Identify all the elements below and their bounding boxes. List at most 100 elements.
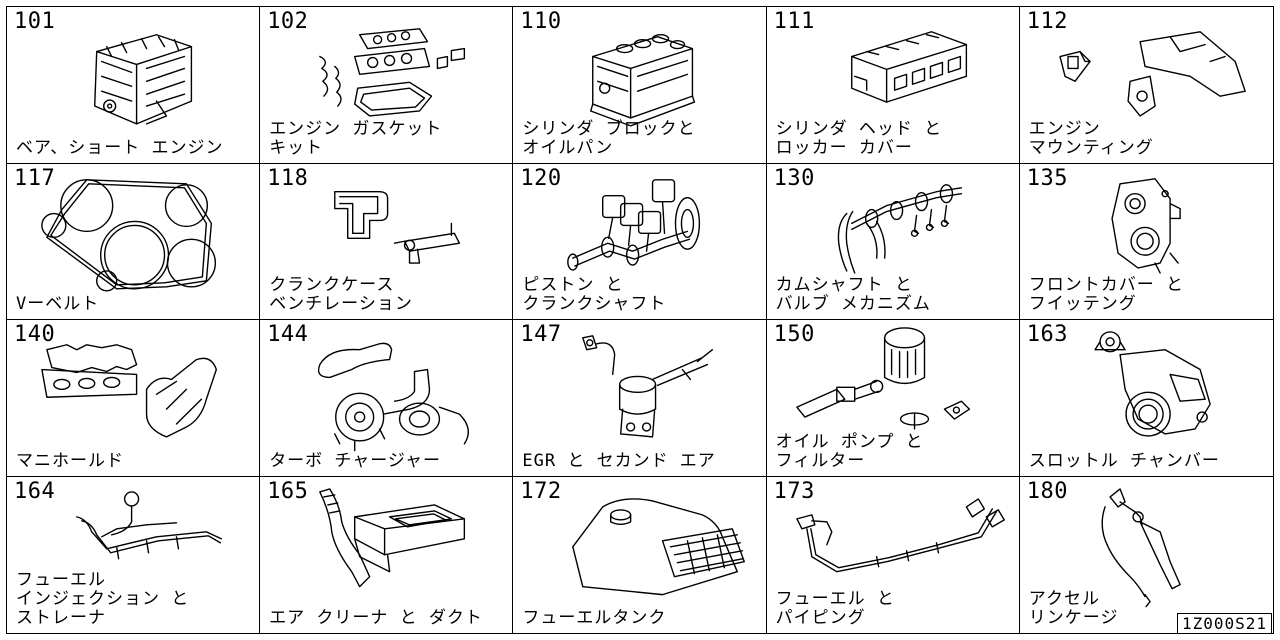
section-label: オイル ポンプ とフィルター	[775, 431, 1015, 471]
section-label-line: ターボ チャージャー	[269, 450, 442, 471]
front-cover-illustration	[1111, 177, 1181, 274]
camshaft-valve-illustration	[837, 183, 962, 274]
section-label-line: マニホールド	[16, 450, 124, 471]
section-code: 172	[520, 478, 562, 504]
section-label-line: Vーベルト	[16, 294, 100, 314]
section-label-line: インジェクション と	[16, 589, 190, 609]
section-code: 135	[1026, 165, 1069, 191]
section-code: 130	[773, 165, 815, 191]
section-label-line: エンジン	[1028, 118, 1101, 139]
section-label-line: ロッカー カバー	[775, 137, 913, 158]
piston-crankshaft-illustration	[567, 178, 701, 271]
section-label-line: ベンチレーション	[269, 294, 413, 314]
egr-valve-illustration	[582, 335, 714, 438]
section-code: 150	[773, 322, 815, 347]
section-code: 164	[14, 478, 56, 504]
parts-catalog-grid: 101 ベア、ショート エンジン 102 エンジン ガスケットキット 110 シリンダ…	[6, 6, 1274, 634]
section-label: EGR と セカンド エア	[522, 450, 761, 471]
section-code: 147	[520, 322, 562, 347]
section-label-line: オイル ポンプ と	[775, 431, 924, 452]
section-code: 144	[267, 322, 309, 347]
section-label-line: EGR と セカンド エア	[522, 450, 716, 471]
section-label-line: フューエルタンク	[522, 608, 667, 628]
section-code: 101	[14, 9, 56, 34]
section-code: 173	[773, 478, 815, 504]
diagram-code: 1Z000S21	[1176, 613, 1272, 634]
section-label: フロントカバー とフイッテング	[1029, 276, 1269, 314]
section-label: アクセルリンケージ	[1029, 590, 1269, 628]
fuel-tank-illustration	[572, 497, 746, 595]
section-code: 165	[267, 478, 309, 504]
section-label-line: パイピング	[775, 608, 866, 628]
catalog-cell-180[interactable]: 180 アクセルリンケージ	[1020, 477, 1273, 634]
catalog-cell-130[interactable]: 130 カムシャフト とバルブ メカニズム	[766, 163, 1020, 320]
section-code: 118	[267, 165, 309, 191]
catalog-cell-173[interactable]: 173 フューエル とパイピング	[767, 476, 1020, 633]
crankcase-ventilation-illustration	[334, 190, 461, 264]
section-label: カムシャフト とバルブ メカニズム	[776, 276, 1015, 314]
section-label-line: フロントカバー と	[1028, 275, 1185, 295]
section-code: 111	[773, 9, 815, 34]
section-label-line: アクセル	[1028, 589, 1100, 609]
section-label: マニホールド	[16, 450, 255, 471]
turbocharger-illustration	[318, 342, 470, 452]
section-label-line: ストレーナ	[16, 608, 106, 628]
section-code: 110	[520, 9, 562, 34]
engine-short-block-illustration	[94, 34, 193, 125]
gasket-kit-illustration	[319, 28, 466, 117]
catalog-cell-172[interactable]: 172 フューエルタンク	[513, 476, 767, 633]
section-label-line: フィルター	[775, 450, 866, 471]
catalog-cell-118[interactable]: 118 クランクケースベンチレーション	[260, 163, 514, 320]
catalog-cell-101[interactable]: 101 ベア、ショート エンジン	[7, 7, 261, 164]
section-label: スロットル チャンバー	[1029, 451, 1269, 471]
section-label: ベア、ショート エンジン	[16, 138, 255, 158]
section-label-line: フューエル	[16, 570, 106, 590]
section-label-line: キット	[269, 137, 324, 158]
section-label: エンジン ガスケットキット	[269, 119, 508, 158]
section-label-line: オイルパン	[522, 137, 614, 158]
section-label-line: リンケージ	[1028, 608, 1119, 628]
catalog-cell-144[interactable]: 144 ターボ チャージャー	[260, 320, 514, 477]
throttle-chamber-illustration	[1094, 331, 1211, 437]
section-label: シリンダ ブロックとオイルパン	[522, 118, 761, 158]
engine-mount-illustration	[1059, 31, 1246, 117]
fuel-piping-illustration	[795, 497, 1005, 572]
catalog-cell-102[interactable]: 102 エンジン ガスケットキット	[260, 7, 514, 164]
section-label-line: シリンダ ブロックと	[522, 118, 696, 139]
catalog-cell-164[interactable]: 164 フューエルインジェクション とストレーナ	[7, 476, 261, 633]
section-label-line: クランクシャフト	[522, 294, 667, 314]
catalog-cell-120[interactable]: 120 ピストン とクランクシャフト	[513, 163, 767, 320]
section-label: Vーベルト	[16, 295, 255, 314]
catalog-cell-135[interactable]: 135 フロントカバー とフイッテング	[1019, 164, 1273, 320]
section-code: 140	[14, 322, 56, 347]
section-code: 120	[520, 165, 562, 191]
catalog-cell-140[interactable]: 140 マニホールド	[7, 320, 261, 477]
catalog-cell-150[interactable]: 150 オイル ポンプ とフィルター	[766, 320, 1020, 477]
fuel-injection-illustration	[76, 490, 223, 559]
section-label-line: カムシャフト と	[775, 275, 913, 295]
catalog-cell-110[interactable]: 110 シリンダ ブロックとオイルパン	[513, 7, 767, 164]
catalog-cell-111[interactable]: 111 シリンダ ヘッド とロッカー カバー	[766, 7, 1020, 164]
section-label: エア クリーナ と ダクト	[269, 609, 508, 628]
accelerator-linkage-illustration	[1101, 487, 1181, 607]
section-label: エンジンマウンティング	[1028, 118, 1269, 158]
section-label-line: シリンダ ヘッド と	[775, 118, 943, 139]
cylinder-block-illustration	[590, 34, 696, 127]
section-code: 117	[14, 165, 56, 191]
section-label: フューエルインジェクション とストレーナ	[16, 571, 255, 628]
section-label: ターボ チャージャー	[269, 450, 508, 471]
section-label-line: バルブ メカニズム	[775, 294, 931, 314]
catalog-cell-165[interactable]: 165 エア クリーナ と ダクト	[260, 476, 514, 633]
section-label-line: マウンティング	[1028, 137, 1154, 158]
section-code: 180	[1026, 478, 1069, 504]
section-label-line: ピストン と	[522, 275, 624, 295]
section-code: 102	[267, 9, 309, 34]
oil-pump-filter-illustration	[795, 327, 970, 430]
section-label: フューエル とパイピング	[776, 590, 1015, 628]
air-cleaner-illustration	[319, 487, 466, 587]
section-label-line: クランクケース	[269, 275, 395, 295]
